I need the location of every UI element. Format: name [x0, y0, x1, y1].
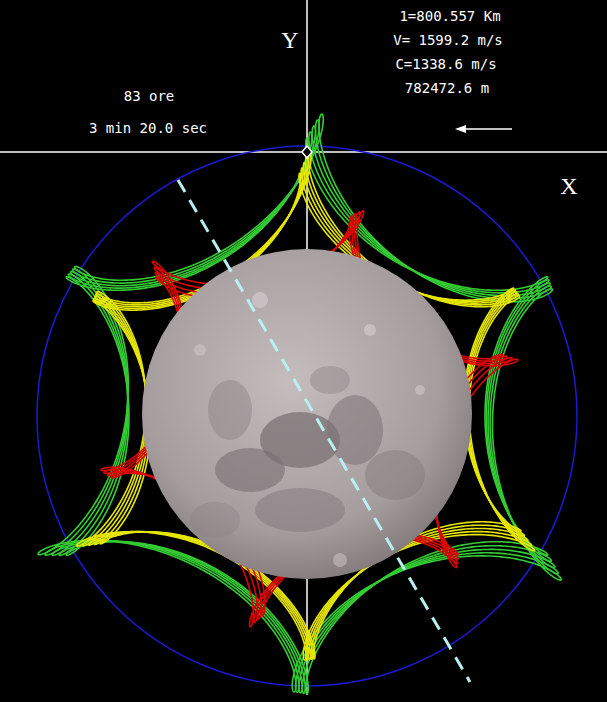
trajectory-curve: [38, 114, 561, 692]
time-readout: 3 min 20.0 sec: [89, 120, 207, 137]
distance-readout: 1=800.557 Km: [399, 8, 500, 25]
trajectory-curve: [101, 211, 518, 627]
position-readout: 782472.6 m: [405, 80, 489, 97]
trajectory-curve: [77, 152, 535, 660]
moon-disc: [142, 249, 472, 579]
trajectory-curve: [45, 120, 558, 692]
trajectory-curve: [83, 157, 532, 660]
y-axis: [306, 0, 308, 250]
dashed-line: [178, 180, 470, 682]
axis-label: X: [560, 172, 577, 201]
trajectory-curve: [66, 138, 548, 694]
speed-readout: C=1338.6 m/s: [395, 56, 496, 73]
hours-readout: 83 ore: [124, 88, 175, 105]
reference-orbit: [37, 146, 577, 686]
trajectory-curve: [59, 132, 551, 694]
trajectory-curve: [89, 162, 528, 659]
probe-marker: [302, 146, 312, 158]
moon: [142, 249, 472, 579]
trajectories: [38, 114, 561, 694]
trajectory-curve: [93, 173, 521, 659]
axis-label: Y: [281, 26, 298, 55]
trajectory-curve: [94, 168, 525, 659]
trajectory-curve: [111, 216, 502, 616]
direction-arrow: [455, 125, 512, 133]
velocity-readout: V= 1599.2 m/s: [393, 32, 503, 49]
moon-maria: [190, 292, 425, 567]
